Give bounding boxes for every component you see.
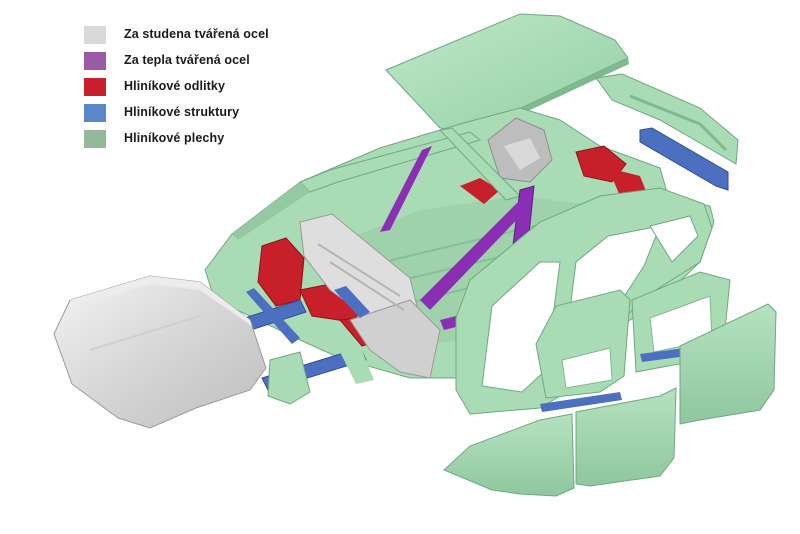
legend-item-hot-formed-steel: Za tepla tvářená ocel [84,50,314,76]
rear-bumper-beam [639,127,729,191]
front-fender [443,413,575,497]
legend-label: Za tepla tvářená ocel [124,53,250,67]
rear-door-panel [679,303,777,425]
legend-swatch [84,52,106,70]
legend-label: Hliníkové struktury [124,105,240,119]
legend-swatch [84,26,106,44]
legend-item-aluminium-sheets: Hliníkové plechy [84,128,314,154]
hood-panel [53,275,267,429]
windshield-frame [232,127,521,240]
legend: Za studena tvářená ocel Za tepla tvářená… [84,24,314,154]
rear-aluminium-castings [575,145,648,196]
legend-item-cold-formed-steel: Za studena tvářená ocel [84,24,314,50]
legend-swatch [84,104,106,122]
legend-label: Hliníkové odlitky [124,79,226,93]
rear-upper-frame [595,73,739,165]
legend-label: Hliníkové plechy [124,131,225,145]
front-subframe-sheet [267,346,374,405]
front-door-panel [575,387,677,487]
legend-item-aluminium-structures: Hliníkové struktury [84,102,314,128]
legend-swatch [84,130,106,148]
cold-formed-steel-bulkhead [299,213,441,379]
legend-item-aluminium-castings: Hliníkové odlitky [84,76,314,102]
legend-swatch [84,78,106,96]
legend-label: Za studena tvářená ocel [124,27,269,41]
